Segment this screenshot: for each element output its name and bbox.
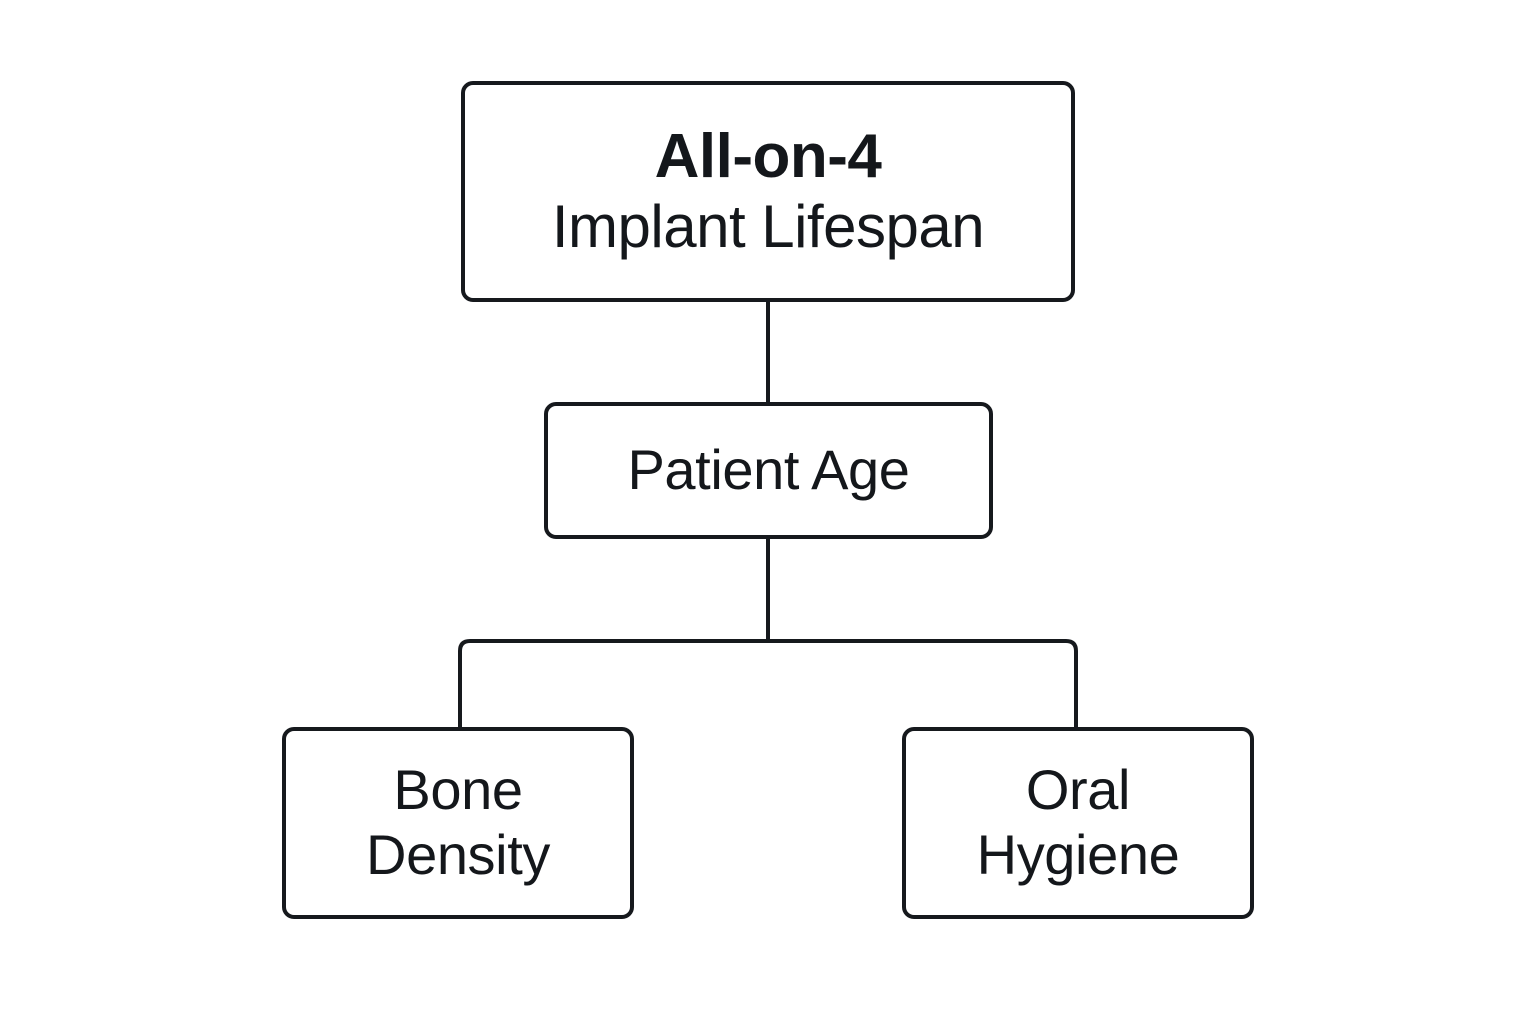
node-bone-density-line-1: Bone	[393, 758, 523, 822]
edge-patient-age-to-oral-hygiene	[768, 639, 1078, 727]
node-root-line-2: Implant Lifespan	[551, 192, 985, 260]
edge-patient-age-to-bone-density	[458, 639, 768, 727]
node-bone-density-line-2: Density	[366, 823, 550, 886]
node-oral-hygiene-line-1: Oral	[1025, 758, 1131, 822]
node-patient-age[interactable]: Patient Age	[544, 402, 993, 539]
node-oral-hygiene-line-2: Hygiene	[976, 823, 1180, 886]
node-oral-hygiene[interactable]: Oral Hygiene	[902, 727, 1254, 919]
node-all-on-4-implant-lifespan[interactable]: All-on-4 Implant Lifespan	[461, 81, 1075, 302]
node-bone-density[interactable]: Bone Density	[282, 727, 634, 919]
node-patient-age-label: Patient Age	[627, 438, 910, 502]
node-root-line-1: All-on-4	[654, 122, 882, 192]
